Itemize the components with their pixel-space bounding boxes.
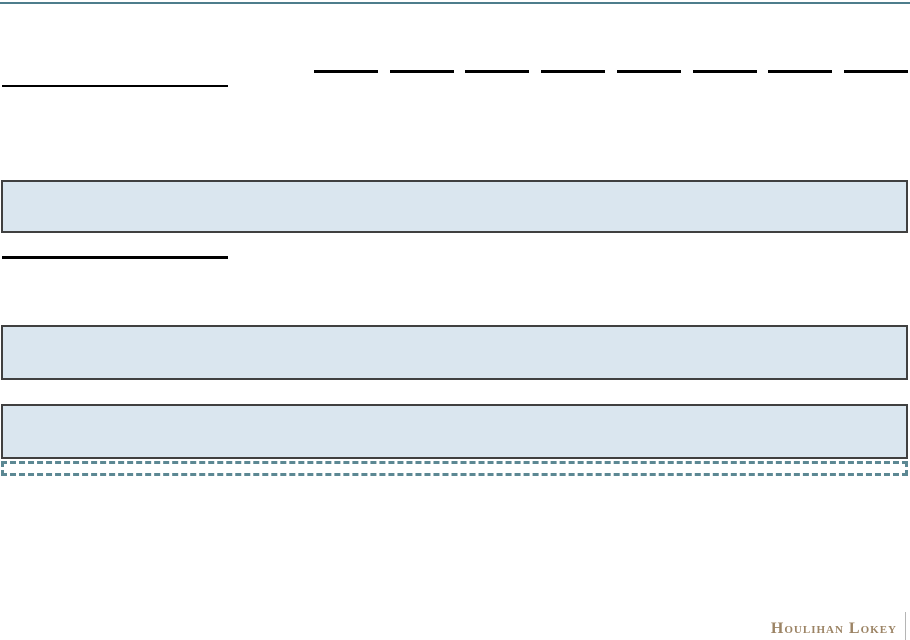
- section-heading-underline-2: [2, 256, 228, 259]
- section-heading-underline-1: [2, 85, 228, 87]
- houlihan-lokey-logo: Houlihan Lokey: [770, 620, 897, 637]
- column-underline: [692, 70, 757, 73]
- column-underline: [768, 70, 833, 73]
- column-underline: [616, 70, 681, 73]
- placeholder-box-3: [1, 404, 908, 459]
- table-column-underlines: [314, 70, 908, 73]
- column-underline: [465, 70, 530, 73]
- placeholder-box-1: [1, 180, 908, 233]
- footer-divider-line: [905, 612, 906, 640]
- column-underline: [843, 70, 908, 73]
- column-underline: [389, 70, 454, 73]
- column-underline: [541, 70, 606, 73]
- dashed-placeholder-box: [1, 461, 908, 476]
- placeholder-box-2: [1, 325, 908, 380]
- column-underline: [314, 70, 378, 73]
- top-accent-rule: [0, 2, 910, 4]
